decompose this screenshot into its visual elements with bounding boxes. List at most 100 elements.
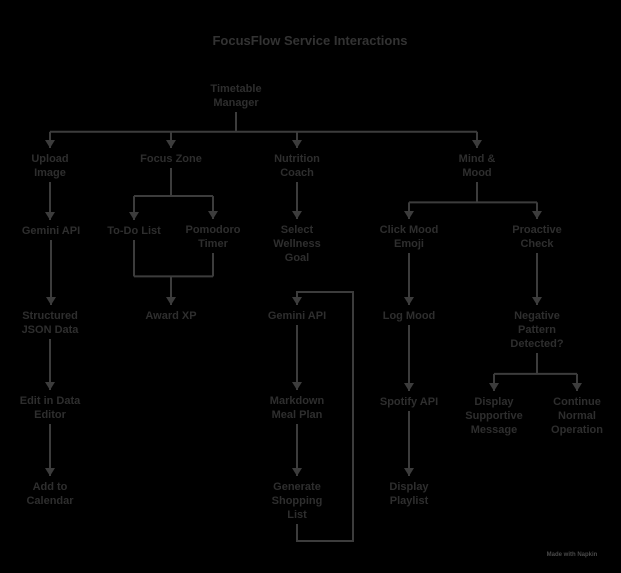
node-label: Focus Zone bbox=[140, 153, 202, 165]
arrowhead bbox=[404, 383, 414, 391]
arrowhead bbox=[532, 297, 542, 305]
node-todo: To-Do List bbox=[107, 225, 161, 237]
node-label-line: Spotify API bbox=[380, 396, 438, 408]
node-label: Log Mood bbox=[383, 310, 436, 322]
arrowhead bbox=[532, 211, 542, 219]
node-label-line: Display bbox=[474, 396, 514, 408]
node-label-line: Shopping bbox=[272, 495, 323, 507]
diagram-title: FocusFlow Service Interactions bbox=[212, 33, 407, 48]
node-label-line: Goal bbox=[285, 252, 309, 264]
node-xp: Award XP bbox=[145, 310, 196, 322]
arrowhead bbox=[45, 212, 55, 220]
node-label-line: Select bbox=[281, 224, 314, 236]
arrowhead bbox=[292, 297, 302, 305]
node-label-line: Negative bbox=[514, 310, 560, 322]
node-label-line: Nutrition bbox=[274, 153, 320, 165]
node-label-line: Message bbox=[471, 424, 517, 436]
node-label-line: Award XP bbox=[145, 310, 196, 322]
node-label-line: Wellness bbox=[273, 238, 321, 250]
arrowhead bbox=[129, 212, 139, 220]
node-label-line: Continue bbox=[553, 396, 601, 408]
node-label-line: Markdown bbox=[270, 395, 325, 407]
node-label-line: JSON Data bbox=[22, 324, 80, 336]
arrowhead bbox=[46, 297, 56, 305]
arrowhead bbox=[489, 383, 499, 391]
node-label-line: Operation bbox=[551, 424, 603, 436]
node-label-line: Check bbox=[520, 238, 554, 250]
node-label-line: Gemini API bbox=[22, 225, 80, 237]
arrowhead bbox=[166, 140, 176, 148]
node-gemini1: Gemini API bbox=[22, 225, 80, 237]
node-label-line: Proactive bbox=[512, 224, 562, 236]
arrowhead bbox=[292, 211, 302, 219]
node-label-line: Image bbox=[34, 167, 66, 179]
node-mind: Mind & Mood bbox=[459, 153, 496, 179]
node-label-line: List bbox=[287, 509, 307, 521]
arrowhead bbox=[404, 468, 414, 476]
node-label-line: Structured bbox=[22, 310, 78, 322]
arrowhead bbox=[166, 297, 176, 305]
node-label-line: Edit in Data bbox=[20, 395, 81, 407]
arrowhead bbox=[404, 211, 414, 219]
node-label-line: Click Mood bbox=[380, 224, 439, 236]
arrowhead bbox=[292, 382, 302, 390]
node-label-line: Mind & bbox=[459, 153, 496, 165]
node-logmood: Log Mood bbox=[383, 310, 436, 322]
node-label: Gemini API bbox=[22, 225, 80, 237]
arrowhead bbox=[45, 140, 55, 148]
node-label: Gemini API bbox=[268, 310, 326, 322]
node-gemini2: Gemini API bbox=[268, 310, 326, 322]
node-label-line: Supportive bbox=[465, 410, 522, 422]
arrowhead bbox=[292, 140, 302, 148]
node-label: To-Do List bbox=[107, 225, 161, 237]
node-label-line: Generate bbox=[273, 481, 321, 493]
arrowhead bbox=[292, 468, 302, 476]
arrowhead bbox=[404, 297, 414, 305]
node-label-line: Gemini API bbox=[268, 310, 326, 322]
arrowhead bbox=[45, 468, 55, 476]
node-label-line: Mood bbox=[462, 167, 491, 179]
connector bbox=[296, 291, 354, 542]
node-label-line: To-Do List bbox=[107, 225, 161, 237]
node-spotify: Spotify API bbox=[380, 396, 438, 408]
node-label-line: Editor bbox=[34, 409, 66, 421]
edges-layer bbox=[45, 112, 582, 542]
node-label-line: Display bbox=[389, 481, 429, 493]
node-label-line: Upload bbox=[31, 153, 68, 165]
node-label-line: Emoji bbox=[394, 238, 424, 250]
node-label: Award XP bbox=[145, 310, 196, 322]
node-label-line: Pattern bbox=[518, 324, 556, 336]
node-label-line: Add to bbox=[33, 481, 68, 493]
node-label-line: Log Mood bbox=[383, 310, 436, 322]
node-label: Mind & Mood bbox=[459, 153, 496, 179]
node-label-line: Timetable bbox=[210, 83, 261, 95]
